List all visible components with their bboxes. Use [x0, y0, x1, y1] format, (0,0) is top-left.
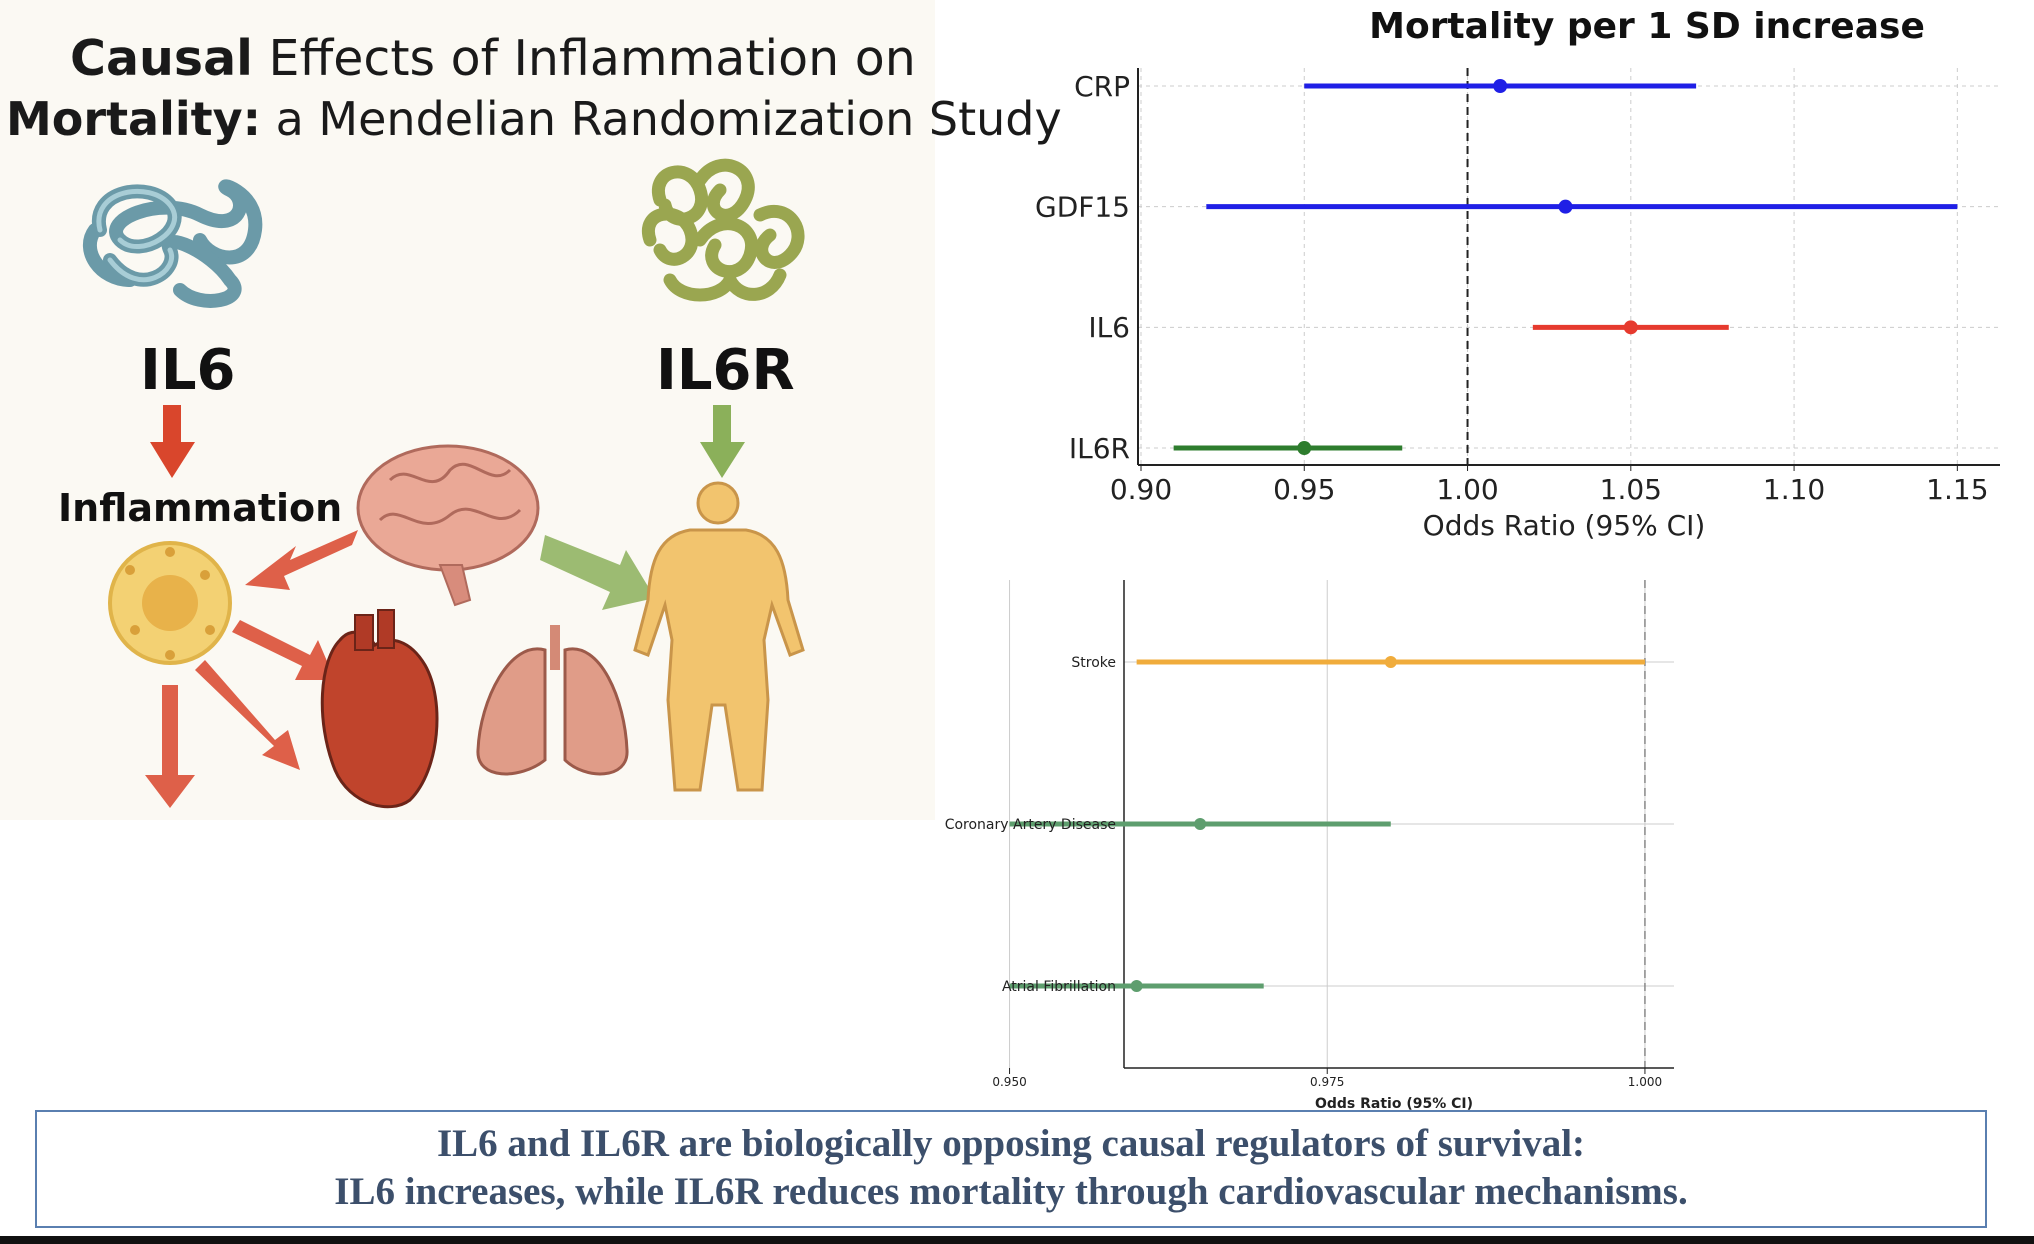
- human-body-icon: [633, 481, 805, 792]
- row-label: Stroke: [1071, 655, 1116, 671]
- il6r-protein-icon: [641, 158, 805, 302]
- il6r-down-arrow: [700, 405, 745, 478]
- x-tick-label: 0.90: [1110, 473, 1172, 506]
- il6-label: IL6: [140, 338, 236, 403]
- x-tick-label: 1.15: [1926, 473, 1988, 506]
- heart-icon: [320, 609, 439, 809]
- x-tick-label: 1.00: [1436, 473, 1498, 506]
- x-tick-label: 1.05: [1600, 473, 1662, 506]
- point-estimate-crp: [1493, 79, 1508, 93]
- title-rest: Effects of Inflammation on: [252, 30, 916, 87]
- x-tick-label: 0.95: [1273, 473, 1335, 506]
- conclusion-line2: IL6 increases, while IL6R reduces mortal…: [334, 1170, 1688, 1213]
- row-label: Coronary Artery Disease: [945, 817, 1116, 833]
- x-tick-label: 0.950: [992, 1075, 1026, 1089]
- infographic-title-line1: Causal Effects of Inflammation on: [70, 30, 916, 87]
- conclusion-box: IL6 and IL6R are biologically opposing c…: [35, 1110, 1987, 1228]
- il6-protein-highlight: [96, 188, 178, 283]
- bottom-border: [0, 1236, 2034, 1244]
- inflammation-arrows: [145, 530, 358, 808]
- point-estimate-stroke: [1384, 656, 1397, 668]
- lungs-icon: [476, 625, 629, 776]
- x-axis-label: Odds Ratio (95% CI): [1315, 1096, 1473, 1110]
- row-label: GDF15: [1035, 190, 1130, 223]
- x-axis-label: Odds Ratio (95% CI): [1423, 509, 1706, 542]
- brain-to-body-arrow: [540, 535, 655, 610]
- row-label: Atrial Fibrillation: [1002, 979, 1116, 995]
- x-tick-label: 1.10: [1763, 473, 1825, 506]
- il6-protein-icon: [83, 179, 263, 308]
- conclusion-line1: IL6 and IL6R are biologically opposing c…: [436, 1122, 1586, 1165]
- illustration: [83, 158, 805, 809]
- inflammation-label: Inflammation: [58, 486, 343, 530]
- il6r-label: IL6R: [656, 338, 795, 403]
- x-tick-label: 0.975: [1310, 1075, 1344, 1089]
- il6-down-arrow: [150, 405, 195, 478]
- inflammation-cell-icon: [108, 541, 232, 665]
- infographic-panel: Causal Effects of Inflammation on Mortal…: [0, 0, 1062, 820]
- row-label: IL6R: [1069, 432, 1130, 465]
- point-estimate-atrial-fibrillation: [1130, 980, 1143, 992]
- x-tick-label: 1.000: [1628, 1075, 1662, 1089]
- title-bold-word: Causal: [70, 30, 253, 87]
- point-estimate-il6r: [1297, 441, 1312, 455]
- title-rest: a Mendelian Randomization Study: [261, 92, 1062, 146]
- brain-icon: [356, 444, 540, 607]
- point-estimate-il6: [1623, 320, 1638, 335]
- chart-title: Mortality per 1 SD increase: [1369, 6, 1925, 47]
- point-estimate-gdf15: [1558, 199, 1573, 214]
- row-label: IL6: [1088, 311, 1130, 344]
- title-bold-word: Mortality:: [6, 92, 261, 146]
- infographic-title-line2: Mortality: a Mendelian Randomization Stu…: [6, 92, 1062, 146]
- row-label: CRP: [1074, 70, 1130, 103]
- point-estimate-coronary-artery-disease: [1194, 818, 1207, 830]
